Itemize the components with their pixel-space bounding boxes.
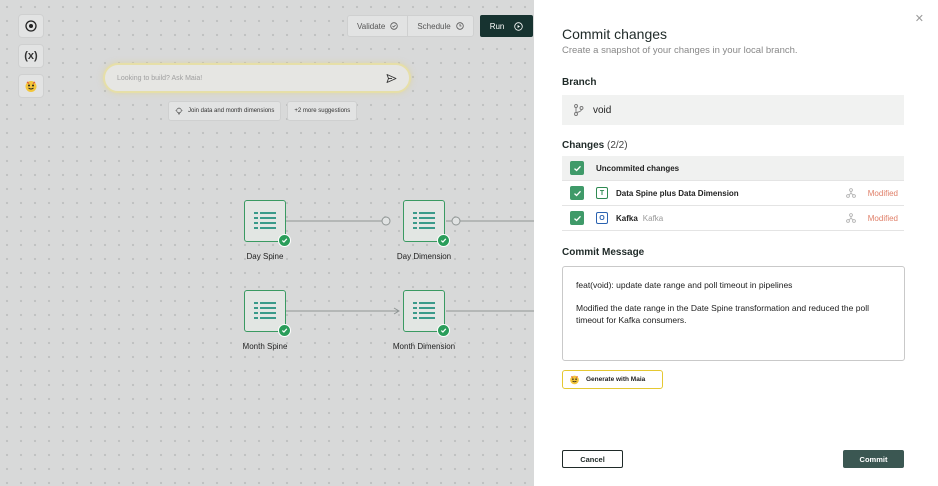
commit-button[interactable]: Commit bbox=[843, 450, 904, 468]
validate-button[interactable]: Validate bbox=[348, 16, 407, 36]
change-row[interactable]: T Data Spine plus Data Dimension Modifie… bbox=[562, 181, 904, 206]
node-label-month-dimension: Month Dimension bbox=[392, 342, 456, 351]
table-icon bbox=[413, 212, 435, 229]
change-name: Data Spine plus Data Dimension bbox=[616, 188, 739, 198]
edge-port bbox=[451, 216, 461, 226]
generate-with-maia-label: Generate with Maia bbox=[586, 376, 646, 383]
node-label-day-spine: Day Spine bbox=[246, 252, 284, 261]
more-suggestions-chip[interactable]: +2 more suggestions bbox=[287, 101, 358, 121]
diff-icon[interactable] bbox=[845, 213, 856, 223]
check-circle-icon bbox=[390, 22, 399, 30]
branch-heading: Branch bbox=[562, 77, 597, 88]
git-branch-icon bbox=[574, 104, 584, 116]
ask-maia-input[interactable]: Looking to build? Ask Maia! bbox=[103, 63, 411, 93]
table-icon bbox=[413, 302, 435, 319]
table-icon bbox=[254, 302, 276, 319]
canvas-toolrail: (x) bbox=[18, 14, 44, 98]
changes-heading: Changes (2/2) bbox=[562, 140, 628, 151]
table-icon bbox=[254, 212, 276, 229]
change-name: Kafka bbox=[616, 213, 638, 223]
validate-label: Validate bbox=[357, 21, 386, 31]
clock-icon bbox=[455, 22, 464, 30]
lightbulb-icon bbox=[175, 107, 183, 115]
change-checkbox[interactable] bbox=[570, 211, 584, 225]
node-day-spine[interactable] bbox=[244, 200, 291, 247]
node-day-dimension[interactable] bbox=[403, 200, 450, 247]
panel-subtitle: Create a snapshot of your changes in you… bbox=[562, 45, 798, 56]
edge-port bbox=[381, 216, 391, 226]
change-status-group: Modified bbox=[845, 213, 898, 223]
change-status-group: Modified bbox=[845, 188, 898, 198]
send-icon[interactable] bbox=[386, 73, 397, 84]
commit-message-summary: feat(void): update date range and poll t… bbox=[576, 280, 793, 290]
transformation-pipeline-icon: T bbox=[596, 187, 608, 199]
run-label: Run bbox=[489, 21, 505, 31]
edge-arrow bbox=[393, 307, 400, 315]
validate-schedule-group: Validate Schedule bbox=[347, 15, 474, 37]
change-row[interactable]: O Kafka Kafka Modified bbox=[562, 206, 904, 231]
suggestion-chips: Join data and month dimensions +2 more s… bbox=[168, 101, 358, 121]
changes-label: Changes bbox=[562, 140, 605, 151]
diff-icon[interactable] bbox=[845, 188, 856, 198]
more-suggestions-label: +2 more suggestions bbox=[294, 108, 351, 114]
uncommitted-header-row[interactable]: Uncommited changes bbox=[562, 156, 904, 181]
commit-changes-panel: ✕ Commit changes Create a snapshot of yo… bbox=[534, 0, 938, 486]
suggestion-label: Join data and month dimensions bbox=[188, 108, 275, 114]
play-circle-icon bbox=[514, 21, 524, 31]
uncommitted-label: Uncommited changes bbox=[596, 163, 680, 173]
generate-with-maia-button[interactable]: Generate with Maia bbox=[562, 370, 663, 389]
select-all-checkbox[interactable] bbox=[570, 161, 584, 175]
panel-title: Commit changes bbox=[562, 26, 668, 42]
schedule-button[interactable]: Schedule bbox=[407, 16, 472, 36]
cancel-button[interactable]: Cancel bbox=[562, 450, 623, 468]
success-check-icon bbox=[437, 234, 450, 247]
close-icon[interactable]: ✕ bbox=[914, 13, 924, 25]
success-check-icon bbox=[278, 324, 291, 337]
branch-field: void bbox=[562, 95, 904, 125]
changes-count: (2/2) bbox=[607, 140, 628, 151]
canvas-toolbar: Validate Schedule Run bbox=[347, 15, 534, 37]
suggestion-chip[interactable]: Join data and month dimensions bbox=[168, 101, 282, 121]
run-button[interactable]: Run bbox=[479, 15, 534, 37]
maia-icon bbox=[570, 375, 579, 385]
node-month-dimension[interactable] bbox=[403, 290, 450, 337]
orchestration-pipeline-icon: O bbox=[596, 212, 608, 224]
commit-message-textarea[interactable]: feat(void): update date range and poll t… bbox=[562, 266, 905, 361]
commit-message-heading: Commit Message bbox=[562, 247, 645, 258]
pipeline-edges bbox=[286, 216, 534, 315]
variables-icon[interactable]: (x) bbox=[18, 44, 44, 68]
schedule-label: Schedule bbox=[417, 21, 451, 31]
branch-name: void bbox=[593, 104, 612, 116]
ask-maia-placeholder: Looking to build? Ask Maia! bbox=[117, 74, 203, 82]
node-label-month-spine: Month Spine bbox=[242, 342, 288, 351]
commit-message-body: Modified the date range in the Date Spin… bbox=[576, 303, 869, 325]
change-status: Modified bbox=[867, 188, 898, 198]
change-subname: Kafka bbox=[642, 213, 664, 223]
pipeline-canvas[interactable]: (x) Validate Schedule Run Looking to bui… bbox=[0, 0, 534, 486]
success-check-icon bbox=[278, 234, 291, 247]
changes-list: Uncommited changes T Data Spine plus Dat… bbox=[562, 156, 904, 231]
maia-icon[interactable] bbox=[18, 74, 44, 98]
node-label-day-dimension: Day Dimension bbox=[396, 252, 452, 261]
node-month-spine[interactable] bbox=[244, 290, 291, 337]
add-component-icon[interactable] bbox=[18, 14, 44, 38]
change-checkbox[interactable] bbox=[570, 186, 584, 200]
success-check-icon bbox=[437, 324, 450, 337]
change-status: Modified bbox=[867, 213, 898, 223]
